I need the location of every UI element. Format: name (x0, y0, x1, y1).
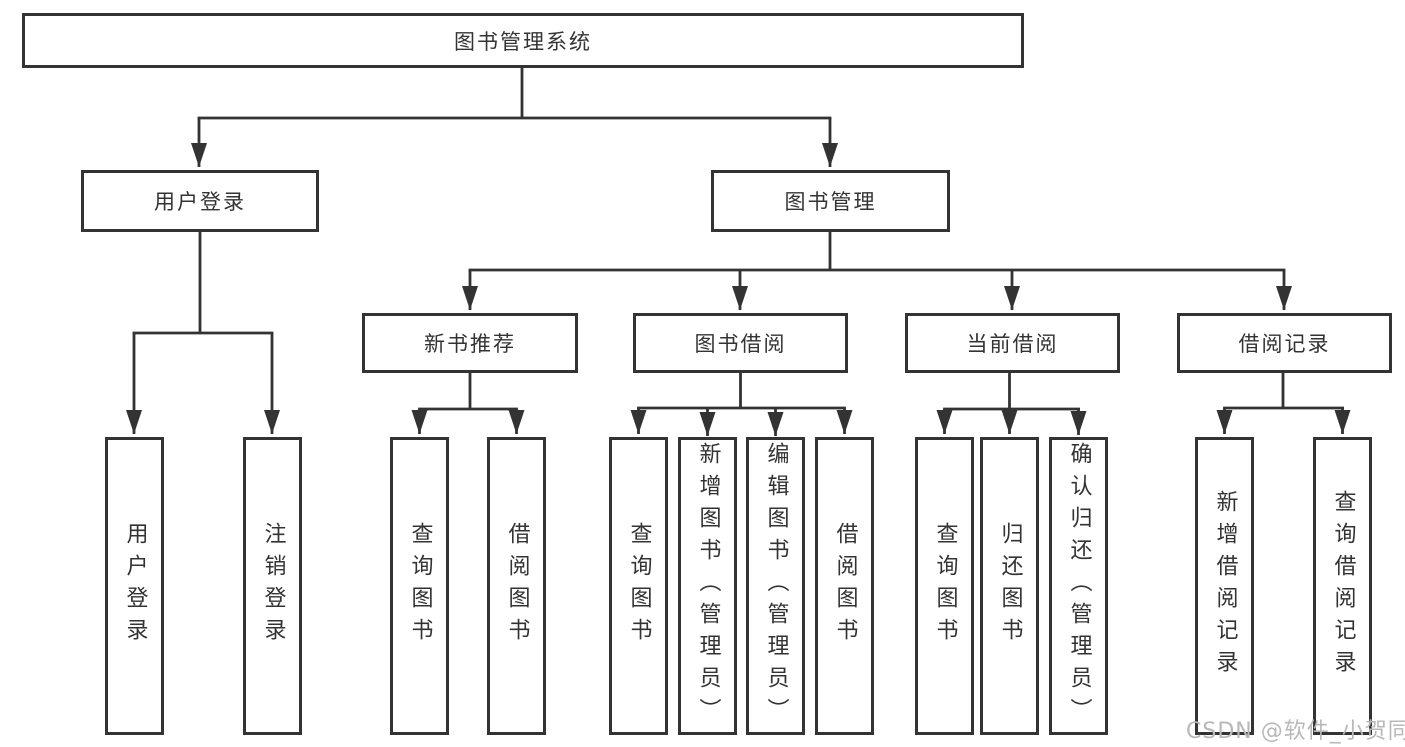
node-label: 用户登录 (154, 190, 246, 214)
node-borrow-borrow-books: 借阅图书 (815, 437, 874, 735)
node-borrow-add-books-admin: 新增图书（管理员） (678, 437, 737, 735)
node-login-logout: 注销登录 (243, 437, 302, 735)
node-library-management-system: 图书管理系统 (22, 13, 1024, 68)
node-records-add-record: 新增借阅记录 (1195, 437, 1254, 735)
node-current-search-books: 查询图书 (915, 437, 974, 735)
node-label: 图书管理系统 (454, 29, 592, 54)
node-recommend-search-books: 查询图书 (390, 437, 449, 735)
node-new-book-recommendation: 新书推荐 (362, 313, 578, 373)
node-label: 用户登录 (122, 522, 148, 650)
node-label: 查询图书 (407, 522, 433, 650)
node-label: 新增图书（管理员） (695, 442, 721, 730)
node-label: 图书管理 (784, 190, 877, 214)
node-records-search-record: 查询借阅记录 (1313, 437, 1372, 735)
node-label: 查询借阅记录 (1330, 490, 1356, 682)
node-label: 查询图书 (626, 522, 652, 650)
node-label: 查询图书 (932, 522, 958, 650)
node-borrow-edit-books-admin: 编辑图书（管理员） (746, 437, 805, 735)
node-recommend-borrow-books: 借阅图书 (487, 437, 546, 735)
node-book-borrowing: 图书借阅 (633, 313, 848, 373)
node-user-login: 用户登录 (81, 170, 319, 232)
node-label: 当前借阅 (966, 332, 1059, 356)
node-label: 新增借阅记录 (1212, 490, 1238, 682)
node-label: 注销登录 (260, 522, 286, 650)
node-current-borrowing: 当前借阅 (905, 313, 1120, 373)
node-label: 新书推荐 (424, 332, 516, 356)
node-label: 归还图书 (997, 522, 1023, 650)
node-login-user-login: 用户登录 (105, 437, 164, 735)
node-current-return-books: 归还图书 (980, 437, 1039, 735)
node-label: 确认归还（管理员） (1066, 442, 1092, 730)
node-label: 图书借阅 (694, 332, 787, 356)
node-borrow-search-books: 查询图书 (609, 437, 668, 735)
node-book-management: 图书管理 (711, 170, 950, 232)
node-current-confirm-return-admin: 确认归还（管理员） (1049, 437, 1108, 735)
node-label: 借阅记录 (1238, 332, 1331, 356)
node-label: 借阅图书 (504, 522, 530, 650)
node-label: 借阅图书 (832, 522, 858, 650)
watermark-text: CSDN @软件_小贺同学 (1186, 719, 1405, 744)
node-label: 编辑图书（管理员） (763, 442, 789, 730)
node-borrowing-records: 借阅记录 (1177, 313, 1392, 373)
